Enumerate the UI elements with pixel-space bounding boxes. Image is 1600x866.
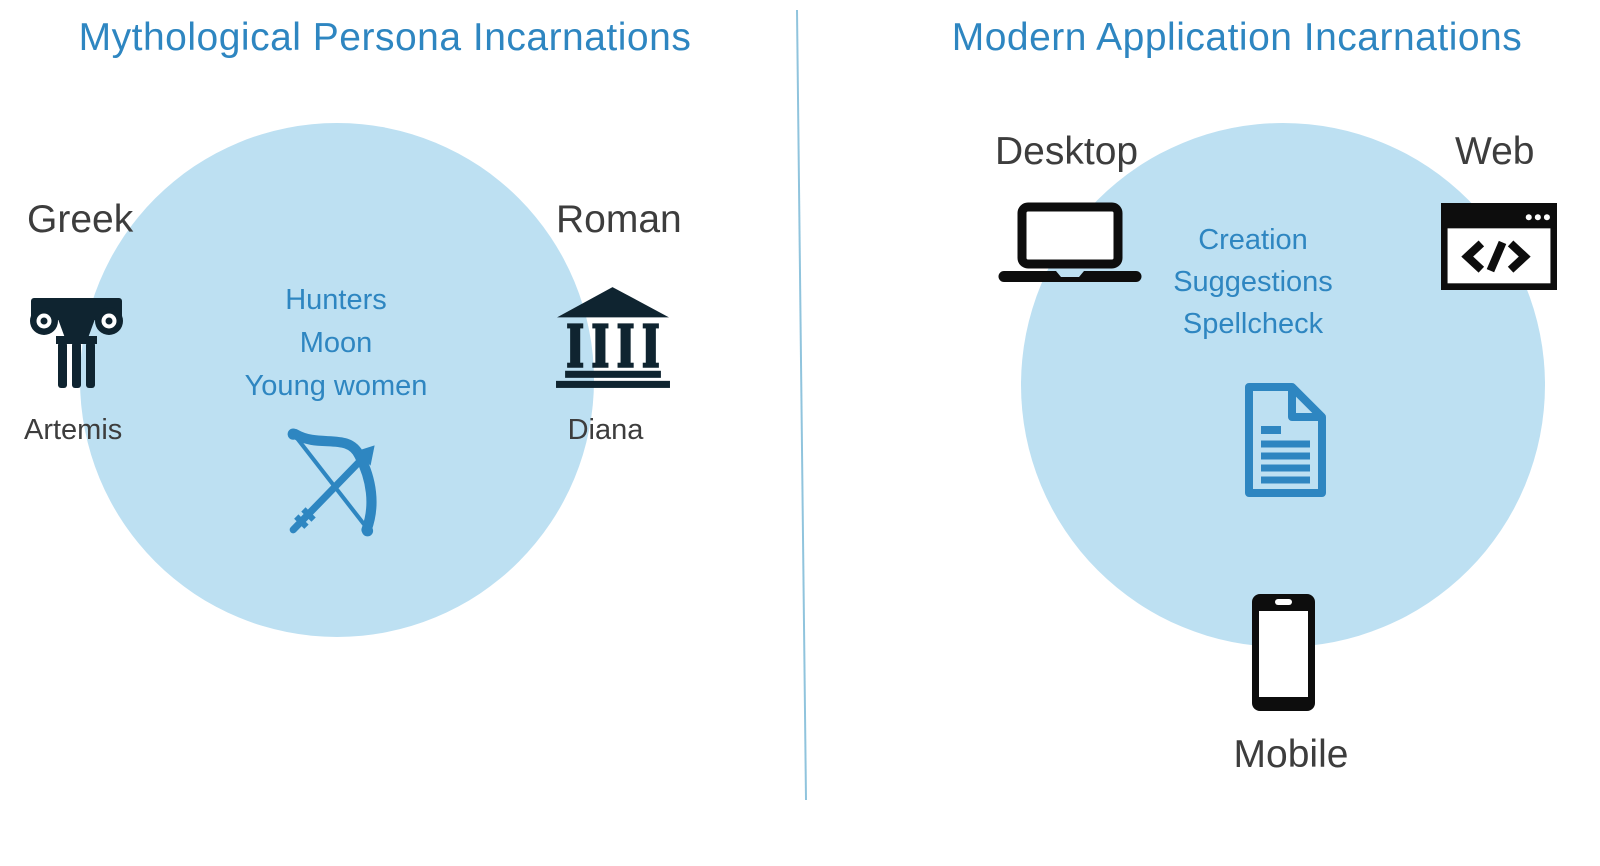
greek-column-icon [28,286,125,390]
greek-label: Greek [27,198,134,241]
mythological-circle [80,123,594,637]
feature-creation: Creation [1198,224,1308,256]
smartphone-icon [1250,592,1317,713]
left-panel-title: Mythological Persona Incarnations [78,16,692,59]
feature-suggestions: Suggestions [1173,266,1333,298]
diana-label: Diana [567,414,644,446]
document-icon [1241,382,1329,498]
trait-young-women: Young women [244,370,428,402]
feature-spellcheck: Spellcheck [1182,308,1324,340]
desktop-label: Desktop [995,130,1139,173]
shared-traits-text: Hunters Moon Young women [186,279,486,408]
roman-label: Roman [556,198,682,241]
shared-features-text: Creation Suggestions Spellcheck [1103,219,1403,345]
trait-moon: Moon [299,327,373,359]
web-label: Web [1455,130,1535,173]
roman-temple-icon [554,286,672,390]
bow-arrow-icon [281,426,395,542]
mobile-label: Mobile [1233,733,1349,776]
artemis-label: Artemis [24,414,123,446]
trait-hunters: Hunters [285,284,387,316]
laptop-icon [998,202,1142,284]
right-panel-title: Modern Application Incarnations [951,16,1523,59]
browser-code-icon [1441,203,1557,290]
